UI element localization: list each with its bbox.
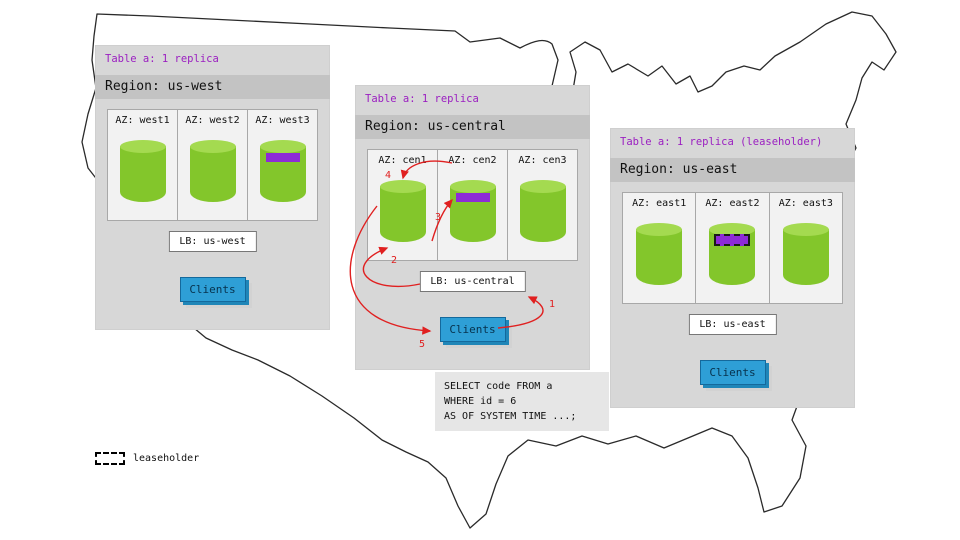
load-balancer: LB: us-west (168, 231, 257, 252)
legend: leaseholder (95, 452, 199, 465)
region-header: Region: us-west (95, 75, 330, 99)
az-label: AZ: cen1 (378, 155, 427, 166)
az-label: AZ: east2 (705, 198, 760, 209)
az-east1: AZ: east1 (622, 192, 697, 304)
table-replica-label: Table a: 1 replica (105, 53, 219, 65)
az-label: AZ: cen2 (448, 155, 497, 166)
az-label: AZ: east1 (632, 198, 687, 209)
az-label: AZ: east3 (778, 198, 833, 209)
region-box-us-east: Table a: 1 replica (leaseholder) Region:… (610, 128, 855, 408)
replica-cylinder (709, 223, 756, 285)
replica-cylinder (449, 180, 496, 242)
region-box-us-central: Table a: 1 replica Region: us-central AZ… (355, 85, 590, 370)
az-west1: AZ: west1 (107, 109, 178, 221)
az-label: AZ: west2 (185, 115, 240, 126)
region-box-us-west: Table a: 1 replica Region: us-west AZ: w… (95, 45, 330, 330)
az-cen3: AZ: cen3 (507, 149, 578, 261)
table-leaseholder-label: Table a: 1 replica (leaseholder) (620, 136, 823, 148)
leaseholder-legend-swatch (95, 452, 125, 465)
replica-cylinder (379, 180, 426, 242)
az-cen1: AZ: cen1 (367, 149, 438, 261)
region-header: Region: us-central (355, 115, 590, 139)
clients-box: Clients (179, 277, 246, 302)
replica-cylinder (782, 223, 829, 285)
az-west2: AZ: west2 (177, 109, 248, 221)
az-label: AZ: cen3 (518, 155, 567, 166)
replica-band (265, 153, 300, 162)
az-row: AZ: east1 AZ: east2 AZ: east3 (622, 192, 843, 304)
az-west3: AZ: west3 (247, 109, 318, 221)
az-east3: AZ: east3 (768, 192, 843, 304)
az-row: AZ: west1 AZ: west2 AZ: west3 (107, 109, 318, 221)
sql-query: SELECT code FROM a WHERE id = 6 AS OF SY… (435, 372, 609, 431)
az-east2: AZ: east2 (695, 192, 770, 304)
load-balancer: LB: us-central (419, 271, 526, 292)
table-replica-label: Table a: 1 replica (365, 93, 479, 105)
az-cen2: AZ: cen2 (437, 149, 508, 261)
clients-box: Clients (439, 317, 506, 342)
replica-cylinder (189, 140, 236, 202)
az-row: AZ: cen1 AZ: cen2 AZ: cen3 (367, 149, 578, 261)
replica-cylinder (519, 180, 566, 242)
leaseholder-legend-label: leaseholder (133, 453, 200, 464)
replica-cylinder (119, 140, 166, 202)
az-label: AZ: west1 (115, 115, 170, 126)
replica-cylinder (259, 140, 306, 202)
replica-band (455, 193, 490, 202)
replica-cylinder (636, 223, 683, 285)
load-balancer: LB: us-east (688, 314, 777, 335)
region-header: Region: us-east (610, 158, 855, 182)
az-label: AZ: west3 (255, 115, 310, 126)
clients-box: Clients (699, 360, 766, 385)
leaseholder-band (714, 234, 751, 246)
